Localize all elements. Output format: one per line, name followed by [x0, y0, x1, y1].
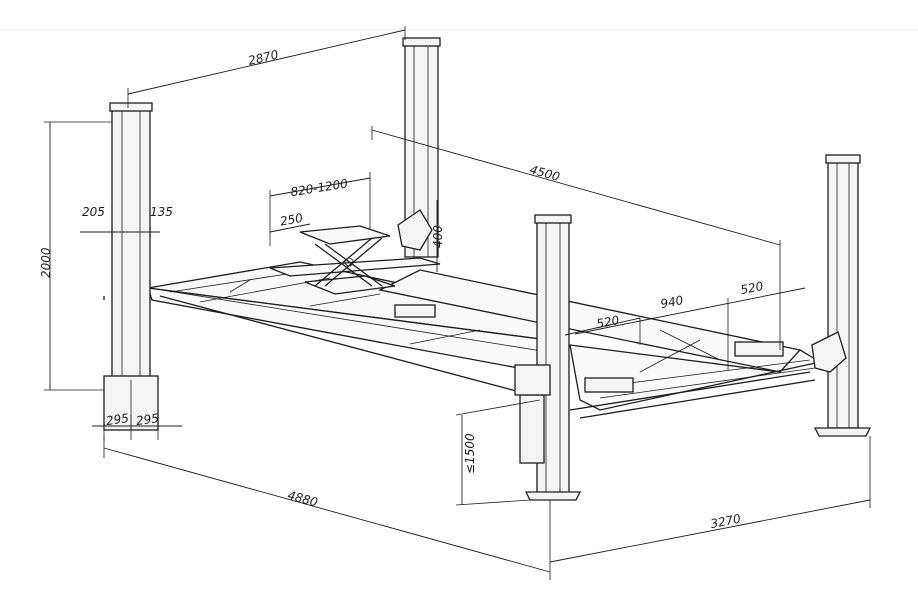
- dim-295-left: 295: [105, 411, 130, 428]
- dim-400: 400: [431, 225, 445, 248]
- dim-520-side: 520: [595, 313, 621, 331]
- scissor-jack: [299, 225, 396, 295]
- front-left-post: [103, 102, 159, 431]
- right-carriage: [811, 331, 847, 373]
- dim-2870: 2870: [247, 47, 280, 68]
- far-right-post: [813, 154, 872, 437]
- dim-205: 205: [82, 205, 105, 219]
- dimension-lines: [44, 26, 871, 580]
- dim-940: 940: [659, 293, 685, 311]
- dim-520-front: 520: [739, 279, 765, 297]
- dim-820-1200: 820-1200: [290, 176, 350, 199]
- dimension-labels: 2870 2000 205 135 820-1200 250 400 4500 …: [39, 47, 765, 531]
- dim-135: 135: [150, 205, 173, 219]
- dim-3270: 3270: [709, 511, 742, 531]
- dim-250: 250: [279, 211, 304, 229]
- dim-2000: 2000: [39, 247, 53, 278]
- back-carriage: [397, 209, 433, 251]
- dim-4500: 4500: [528, 163, 561, 185]
- lift-platform: [147, 257, 822, 419]
- front-right-post: [514, 214, 582, 501]
- dim-lift-height: ≤1500: [463, 433, 477, 474]
- dim-4880: 4880: [286, 488, 319, 510]
- dim-295-right: 295: [135, 411, 160, 428]
